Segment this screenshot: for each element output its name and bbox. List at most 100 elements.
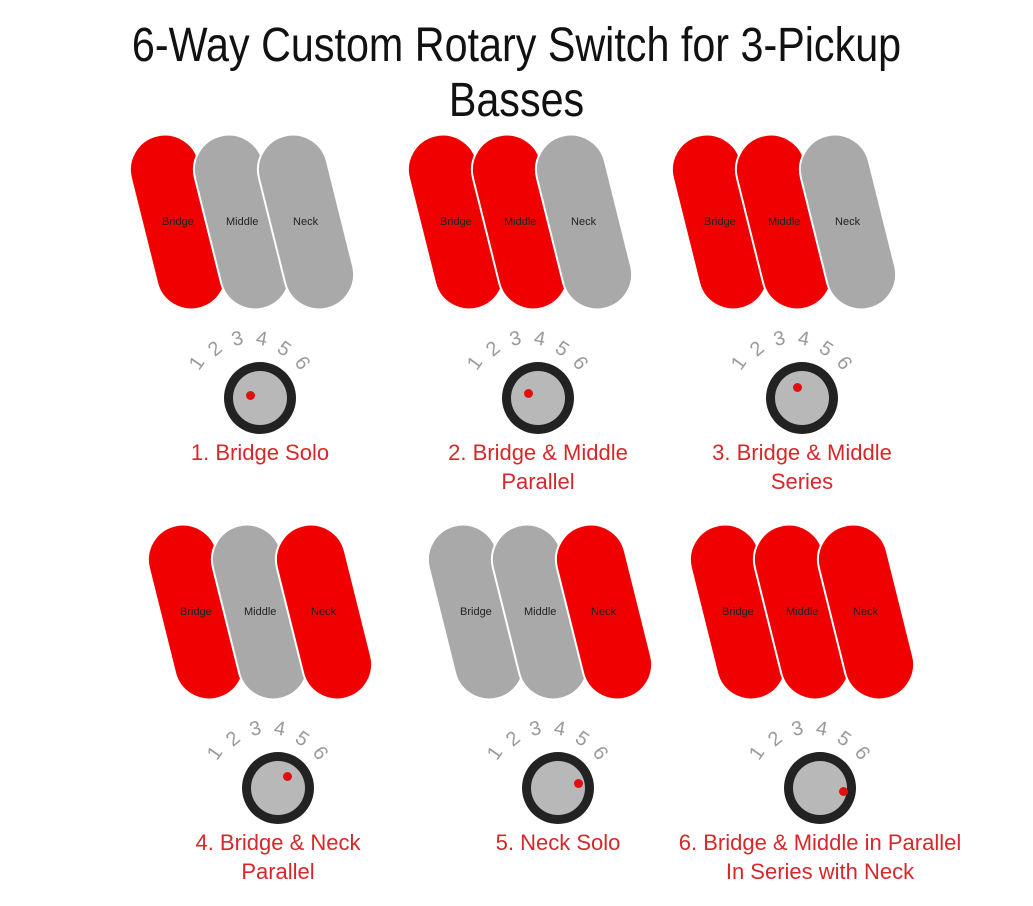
- switch-number: 1: [744, 742, 770, 765]
- caption-line-2: Parallel: [241, 859, 315, 884]
- pickup-label: Middle: [503, 216, 537, 228]
- rotary-knob: [766, 362, 838, 434]
- caption-line-1: 5. Neck Solo: [495, 830, 621, 855]
- switch-number: 3: [229, 326, 246, 352]
- knob-indicator-dot: [283, 772, 292, 781]
- switch-number: 6: [307, 742, 333, 765]
- knob-indicator-dot: [839, 787, 848, 796]
- pickup-label: Neck: [853, 606, 879, 618]
- switch-number: 3: [771, 326, 788, 352]
- caption-line-1: 4. Bridge & Neck: [195, 830, 361, 855]
- pickup-label: Middle: [767, 216, 801, 228]
- switch-number: 2: [501, 727, 525, 752]
- switch-number: 1: [482, 742, 508, 765]
- caption-line-2: In Series with Neck: [725, 859, 915, 884]
- switch-number: 6: [567, 352, 593, 375]
- pickup-label: Neck: [591, 606, 617, 618]
- knob-face: [251, 761, 305, 815]
- switch-number: 1: [462, 352, 488, 375]
- position-caption: 1. Bridge Solo: [100, 438, 420, 467]
- switch-number: 3: [247, 716, 264, 742]
- position-caption: 5. Neck Solo: [398, 828, 718, 857]
- switch-number: 2: [481, 337, 505, 362]
- knob-face: [233, 371, 287, 425]
- switch-number: 5: [290, 726, 313, 752]
- switch-number: 5: [570, 726, 593, 752]
- switch-number: 4: [814, 717, 830, 741]
- rotary-knob: [502, 362, 574, 434]
- pickup-label: Neck: [571, 216, 597, 228]
- knob-face: [775, 371, 829, 425]
- switch-number: 4: [272, 717, 288, 741]
- pickup-label: Bridge: [180, 606, 212, 619]
- switch-number: 4: [532, 327, 548, 351]
- knob-face: [511, 371, 565, 425]
- pickup-group: Bridge Middle Neck: [100, 120, 420, 340]
- switch-number: 6: [831, 352, 857, 375]
- pickup-label: Bridge: [460, 606, 492, 619]
- switch-number: 5: [550, 336, 573, 362]
- pickup-label: Middle: [225, 216, 259, 228]
- pickup-label: Neck: [835, 216, 861, 228]
- rotary-knob: [224, 362, 296, 434]
- switch-number: 3: [507, 326, 524, 352]
- knob-indicator-dot: [246, 391, 255, 400]
- switch-number: 2: [745, 337, 769, 362]
- switch-number: 1: [726, 352, 752, 375]
- switch-number: 4: [254, 327, 270, 351]
- caption-line-1: 3. Bridge & Middle: [712, 440, 892, 465]
- switch-number: 4: [552, 717, 568, 741]
- switch-number: 5: [814, 336, 837, 362]
- caption-line-2: Parallel: [501, 469, 575, 494]
- switch-number: 6: [587, 742, 613, 765]
- switch-number: 1: [184, 352, 210, 375]
- caption-line-1: 2. Bridge & Middle: [448, 440, 628, 465]
- switch-number: 3: [789, 716, 806, 742]
- knob-indicator-dot: [524, 389, 533, 398]
- pickup-label: Bridge: [440, 216, 472, 229]
- switch-number: 2: [763, 727, 787, 752]
- knob-face: [531, 761, 585, 815]
- switch-number: 4: [796, 327, 812, 351]
- switch-number: 6: [849, 742, 875, 765]
- page-title: 6-Way Custom Rotary Switch for 3-Pickup …: [131, 19, 902, 127]
- pickup-label: Bridge: [722, 606, 754, 619]
- caption-line-1: 6. Bridge & Middle in Parallel: [678, 830, 962, 855]
- pickup-label: Middle: [785, 606, 819, 618]
- switch-number: 5: [272, 336, 295, 362]
- pickup-group: Bridge Middle Neck: [660, 510, 980, 730]
- pickup-label: Middle: [523, 606, 557, 618]
- knob-face: [793, 761, 848, 815]
- pickup-group: Bridge Middle Neck: [642, 120, 962, 340]
- pickup-label: Bridge: [704, 216, 736, 229]
- caption-line-2: Series: [770, 469, 834, 494]
- pickup-label: Bridge: [162, 216, 194, 229]
- pickup-label: Middle: [243, 606, 277, 618]
- position-caption: 6. Bridge & Middle in Parallel In Series …: [660, 828, 980, 886]
- knob-indicator-dot: [793, 383, 802, 392]
- switch-number: 5: [832, 726, 855, 752]
- switch-number: 6: [289, 352, 315, 375]
- switch-number: 1: [202, 742, 228, 765]
- switch-number: 2: [203, 337, 227, 362]
- switch-number: 3: [527, 716, 544, 742]
- pickup-label: Neck: [293, 216, 319, 228]
- caption-line-1: 1. Bridge Solo: [190, 440, 330, 465]
- switch-number: 2: [221, 727, 245, 752]
- rotary-knob: [242, 752, 314, 824]
